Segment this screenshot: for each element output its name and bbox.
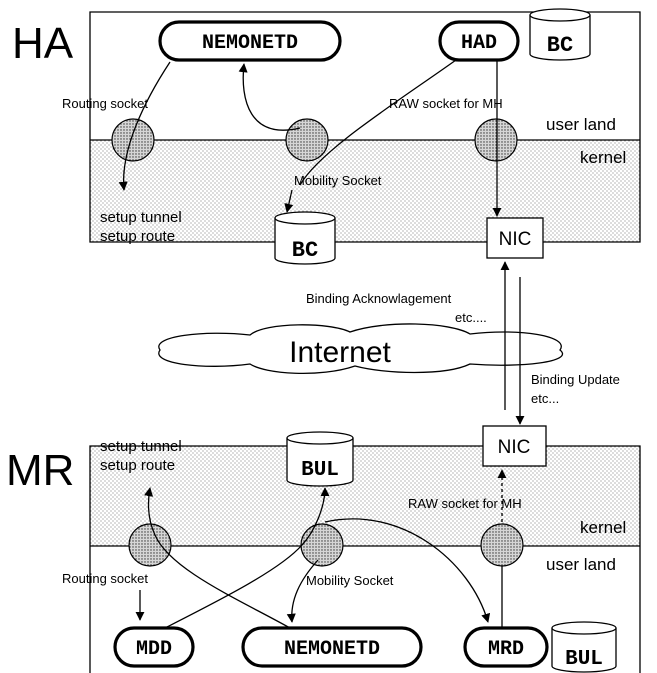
ha-bc-user-label: BC	[547, 33, 573, 58]
mr-mrd-label: MRD	[488, 638, 524, 661]
mr-kernel-area	[90, 446, 640, 546]
binding-ack-etc-label: etc....	[455, 310, 487, 325]
mr-user-land-label: user land	[546, 555, 616, 574]
mr-mobility-socket-icon	[300, 523, 344, 567]
mr-routing-socket-icon	[128, 523, 172, 567]
ha-nic-box	[486, 217, 544, 259]
mr-bul-kernel-label: BUL	[301, 459, 339, 482]
ha-bc-database-icon	[529, 8, 591, 61]
mr-setup-route-label: setup route	[100, 457, 175, 474]
ha-routing-socket-label: Routing socket	[62, 96, 148, 111]
internet-section: Internet Binding Acknowlagement etc.... …	[158, 261, 620, 425]
ha-kernel-area	[90, 140, 640, 242]
ha-mobility-to-bc-arrow	[284, 189, 294, 213]
binding-update-label: Binding Update	[531, 372, 620, 387]
mr-kernel-label: kernel	[580, 518, 626, 537]
mr-mobility-to-mrd-arrow	[324, 518, 491, 623]
mr-mrd-daemon	[463, 626, 549, 668]
ha-nemonetd-label: NEMONETD	[202, 32, 298, 55]
mr-mdd-to-mobility-curve	[164, 487, 330, 629]
ha-routing-arrow	[118, 61, 171, 191]
ha-setup-tunnel-label: setup tunnel	[100, 209, 182, 226]
mr-nemonetd-daemon	[241, 626, 423, 668]
mr-bul-user-label: BUL	[565, 648, 603, 671]
mr-frame	[89, 445, 641, 673]
mr-label: MR	[6, 446, 74, 495]
ha-had-label: HAD	[461, 32, 497, 55]
mr-mdd-daemon	[113, 626, 195, 668]
ha-nemonetd-daemon	[158, 20, 342, 62]
ha-mobility-socket-icon	[285, 118, 329, 162]
mr-nic-label: NIC	[498, 437, 531, 458]
mr-raw-socket-icon	[480, 523, 524, 567]
mr-section: MR setup tunnel setup route BUL NIC RAW …	[6, 425, 641, 673]
ha-setup-route-label: setup route	[100, 228, 175, 245]
internet-cloud-icon	[158, 323, 563, 375]
mr-mobility-to-nemonetd-arrow	[286, 559, 319, 623]
internet-label: Internet	[289, 336, 391, 369]
mr-nic-box	[482, 425, 547, 467]
mr-bul-user-database-icon	[551, 621, 617, 673]
ha-section: HA user land kernel NEMONETD HAD BC Rout…	[12, 8, 641, 265]
mr-setup-tunnel-label: setup tunnel	[100, 438, 182, 455]
ha-kernel-label: kernel	[580, 148, 626, 167]
ha-had-to-mobility-curve	[299, 59, 457, 186]
binding-update-etc-label: etc...	[531, 391, 559, 406]
ha-user-land-label: user land	[546, 115, 616, 134]
ha-bc-kernel-database-icon	[274, 211, 336, 265]
ha-raw-socket-icon	[474, 118, 518, 162]
ha-had-daemon	[438, 20, 520, 62]
mr-mdd-label: MDD	[136, 638, 172, 661]
ha-nic-label: NIC	[499, 229, 532, 250]
ha-label: HA	[12, 19, 74, 68]
mr-nemonetd-label: NEMONETD	[284, 638, 380, 661]
mr-bul-kernel-database-icon	[286, 431, 354, 487]
mr-raw-socket-label: RAW socket for MH	[408, 496, 522, 511]
mr-routing-socket-label: Routing socket	[62, 571, 148, 586]
ha-mobility-to-nemonetd-arrow	[238, 63, 301, 131]
ha-mobility-socket-label: Mobility Socket	[294, 173, 382, 188]
mr-nemonetd-to-routing-arrow	[144, 487, 291, 629]
ha-frame	[89, 11, 641, 243]
mr-mobility-socket-label: Mobility Socket	[306, 573, 394, 588]
ha-bc-kernel-label: BC	[292, 238, 318, 263]
ha-routing-socket-icon	[111, 118, 155, 162]
ha-raw-socket-label: RAW socket for MH	[389, 96, 503, 111]
binding-ack-label: Binding Acknowlagement	[306, 291, 452, 306]
